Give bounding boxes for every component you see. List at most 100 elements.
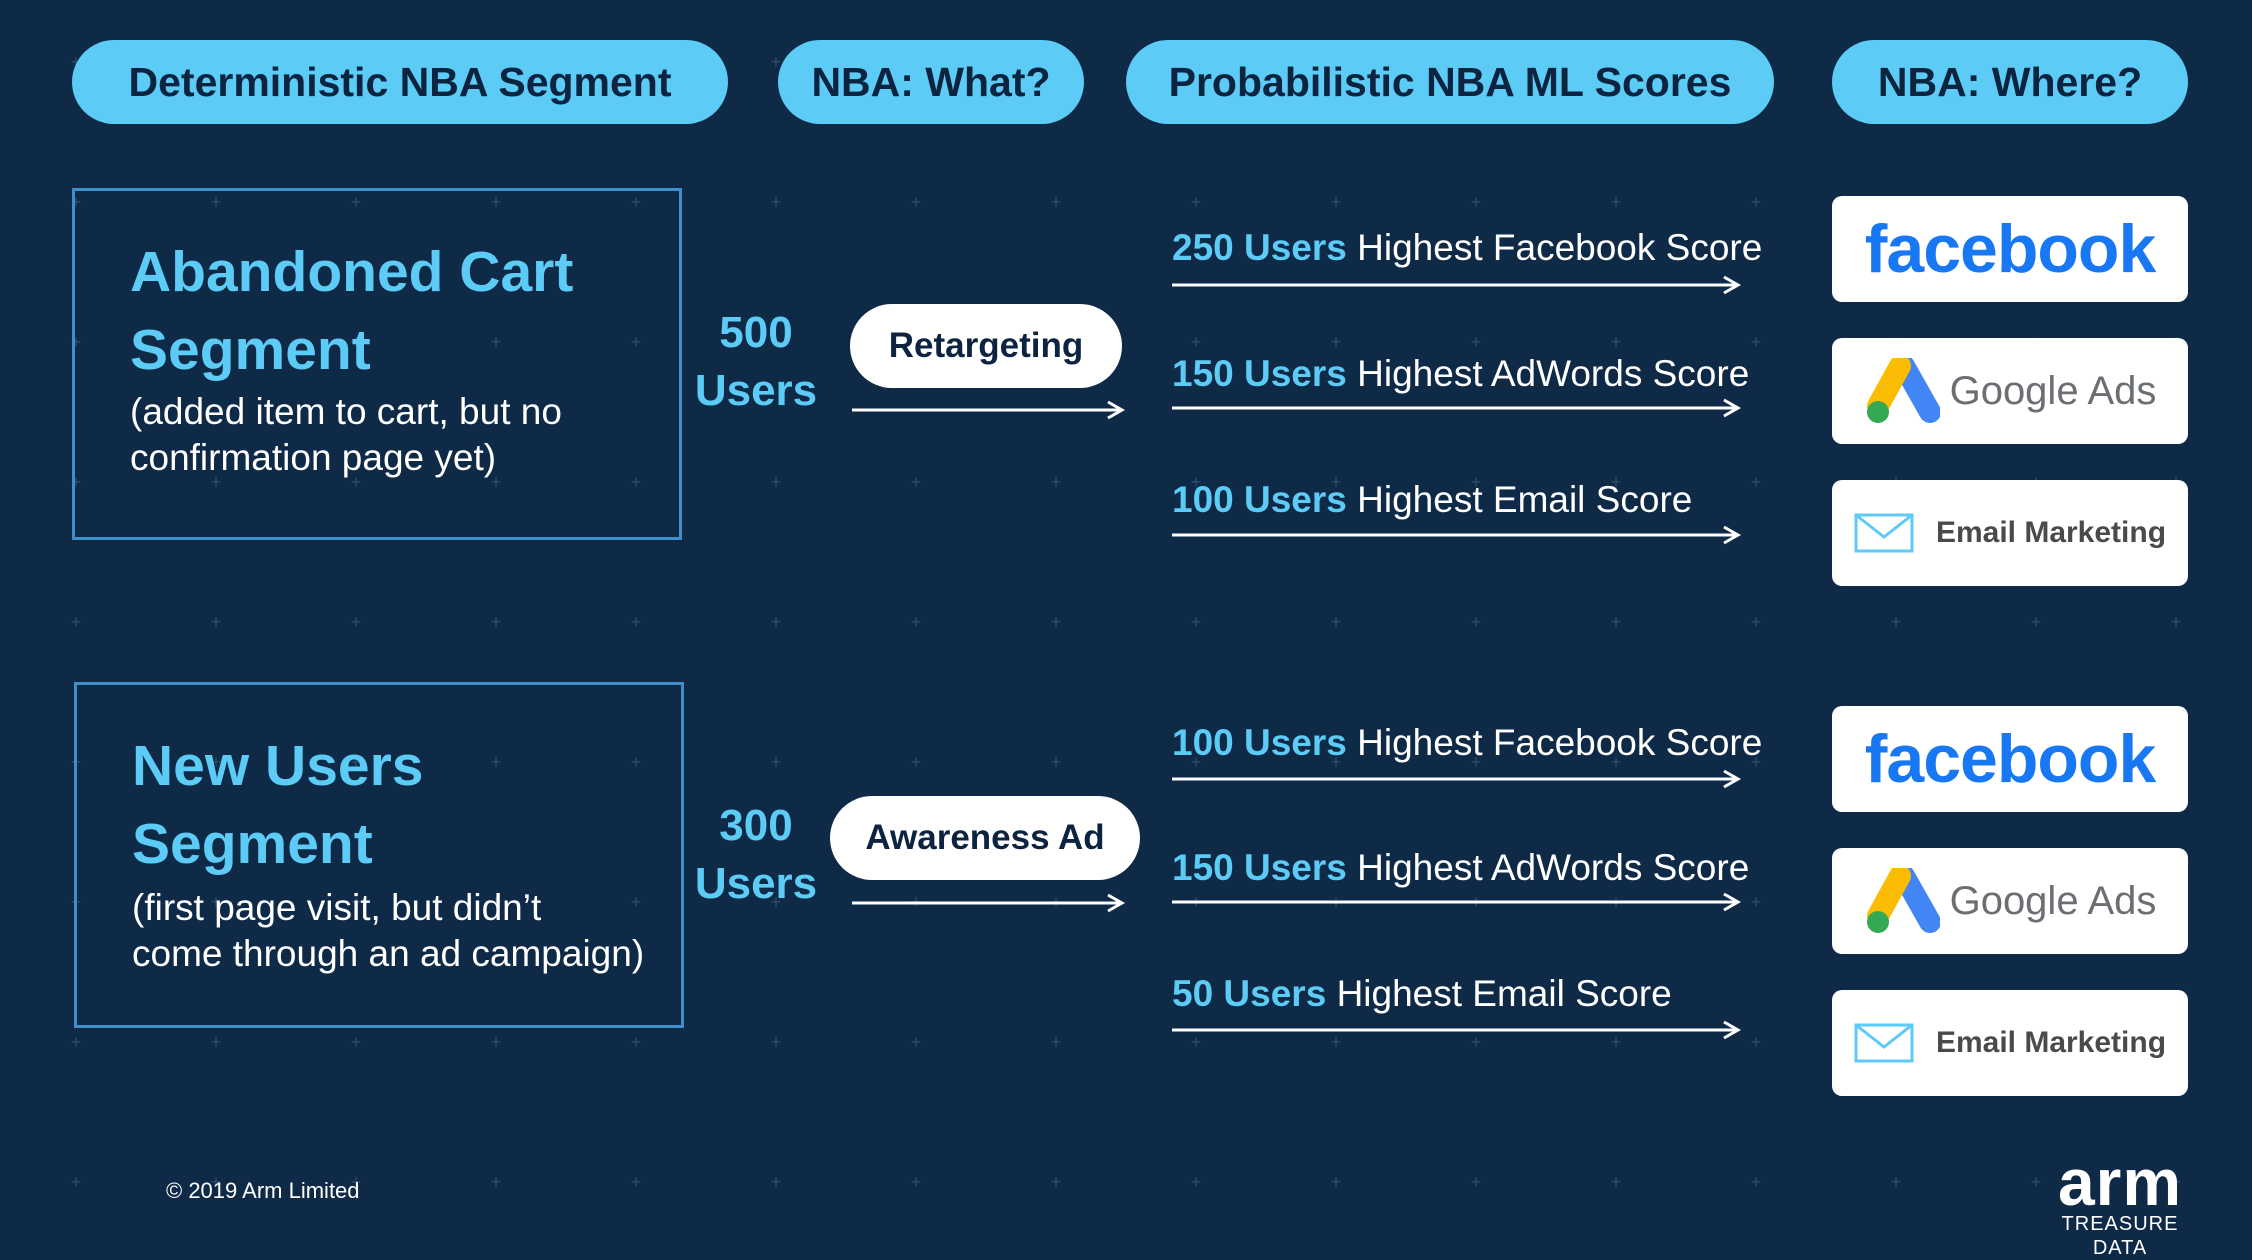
grid-dot: + (770, 1032, 782, 1052)
envelope-icon (1854, 1023, 1914, 1063)
user-count-unit: Users (694, 859, 818, 908)
arrow-icon (1172, 270, 1742, 300)
grid-dot: + (1750, 192, 1762, 212)
score-label: Highest AdWords Score (1357, 353, 1750, 394)
grid-dot: + (1470, 332, 1482, 352)
segment-title-line1: New Users (132, 734, 424, 798)
logo-sub-text: TREASURE DATA (2061, 1213, 2179, 1259)
segment-description-line2: confirmation page yet) (130, 437, 497, 478)
grid-dot: + (70, 1032, 82, 1052)
grid-dot: + (1610, 612, 1622, 632)
grid-dot: + (1750, 472, 1762, 492)
segment-box-new-users: New Users Segment (first page visit, but… (74, 682, 684, 1028)
grid-dot: + (1190, 332, 1202, 352)
grid-dot: + (210, 1032, 222, 1052)
grid-dot: + (910, 752, 922, 772)
score-label: Highest Facebook Score (1357, 227, 1763, 268)
grid-dot: + (1330, 612, 1342, 632)
header-probabilistic-scores: Probabilistic NBA ML Scores (1126, 40, 1774, 124)
grid-dot: + (770, 612, 782, 632)
grid-dot: + (2030, 612, 2042, 632)
score-adwords: 150 Users Highest AdWords Score (1172, 352, 1749, 396)
grid-dot: + (910, 472, 922, 492)
facebook-logo: facebook (1864, 721, 2157, 797)
google-ads-label: Google Ads (1949, 368, 2157, 413)
grid-dot: + (1890, 612, 1902, 632)
grid-dot: + (630, 612, 642, 632)
segment-title-line2: Segment (132, 812, 373, 876)
google-ads-icon (1866, 868, 1940, 933)
grid-dot: + (1330, 1172, 1342, 1192)
arrow-icon (852, 888, 1128, 918)
grid-dot: + (1750, 332, 1762, 352)
score-facebook: 100 Users Highest Facebook Score (1172, 721, 1762, 765)
grid-dot: + (1190, 1172, 1202, 1192)
grid-dot: + (1050, 612, 1062, 632)
arrow-icon (1172, 764, 1742, 794)
score-users: 150 Users (1172, 353, 1347, 394)
action-pill-awareness-ad: Awareness Ad (830, 796, 1140, 880)
grid-dot: + (1890, 1172, 1902, 1192)
google-ads-label: Google Ads (1949, 878, 2157, 923)
grid-dot: + (910, 612, 922, 632)
segment-description-line1: (first page visit, but didn’t (132, 887, 542, 928)
grid-dot: + (910, 192, 922, 212)
grid-dot: + (770, 1172, 782, 1192)
score-facebook: 250 Users Highest Facebook Score (1172, 226, 1762, 270)
grid-dot: + (910, 1032, 922, 1052)
grid-dot: + (770, 472, 782, 492)
score-adwords: 150 Users Highest AdWords Score (1172, 846, 1749, 890)
grid-dot: + (1610, 332, 1622, 352)
arrow-icon (852, 395, 1128, 425)
score-label: Highest AdWords Score (1357, 847, 1750, 888)
envelope-icon (1854, 513, 1914, 553)
header-nba-where: NBA: Where? (1832, 40, 2188, 124)
header-nba-what: NBA: What? (778, 40, 1084, 124)
grid-dot: + (70, 612, 82, 632)
score-users: 50 Users (1172, 973, 1327, 1014)
grid-dot: + (1750, 892, 1762, 912)
segment-description-line1: (added item to cart, but no (130, 391, 562, 432)
grid-dot: + (1750, 1172, 1762, 1192)
arrow-icon (1172, 1015, 1742, 1045)
score-label: Highest Email Score (1357, 479, 1693, 520)
user-count-number: 300 (719, 801, 793, 850)
score-email: 50 Users Highest Email Score (1172, 972, 1672, 1016)
grid-dot: + (1470, 192, 1482, 212)
grid-dot: + (490, 612, 502, 632)
score-email: 100 Users Highest Email Score (1172, 478, 1692, 522)
score-users: 150 Users (1172, 847, 1347, 888)
facebook-logo: facebook (1864, 211, 2157, 287)
grid-dot: + (630, 1032, 642, 1052)
grid-dot: + (770, 192, 782, 212)
action-pill-retargeting: Retargeting (850, 304, 1122, 388)
arm-treasure-data-logo: arm TREASURE DATA (2040, 1149, 2200, 1260)
grid-dot: + (630, 1172, 642, 1192)
user-count-unit: Users (694, 366, 818, 415)
channel-card-google-ads: Google Ads (1832, 338, 2188, 444)
channel-card-facebook: facebook (1832, 706, 2188, 812)
user-count-number: 500 (719, 308, 793, 357)
score-label: Highest Email Score (1336, 973, 1672, 1014)
grid-dot: + (1050, 1032, 1062, 1052)
email-marketing-label: Email Marketing (1935, 1026, 2167, 1059)
grid-dot: + (1190, 612, 1202, 632)
grid-dot: + (1050, 1172, 1062, 1192)
channel-card-email: Email Marketing (1832, 480, 2188, 586)
segment-description-line2: come through an ad campaign) (132, 933, 645, 974)
grid-dot: + (350, 612, 362, 632)
segment-title-line2: Segment (130, 318, 371, 382)
score-users: 250 Users (1172, 227, 1347, 268)
grid-dot: + (1190, 192, 1202, 212)
segment-title-line1: Abandoned Cart (130, 240, 574, 304)
grid-dot: + (70, 1172, 82, 1192)
grid-dot: + (1750, 1032, 1762, 1052)
grid-dot: + (1050, 472, 1062, 492)
grid-dot: + (490, 1032, 502, 1052)
grid-dot: + (910, 1172, 922, 1192)
grid-dot: + (770, 752, 782, 772)
score-label: Highest Facebook Score (1357, 722, 1763, 763)
grid-dot: + (1610, 192, 1622, 212)
score-users: 100 Users (1172, 722, 1347, 763)
grid-dot: + (1330, 332, 1342, 352)
